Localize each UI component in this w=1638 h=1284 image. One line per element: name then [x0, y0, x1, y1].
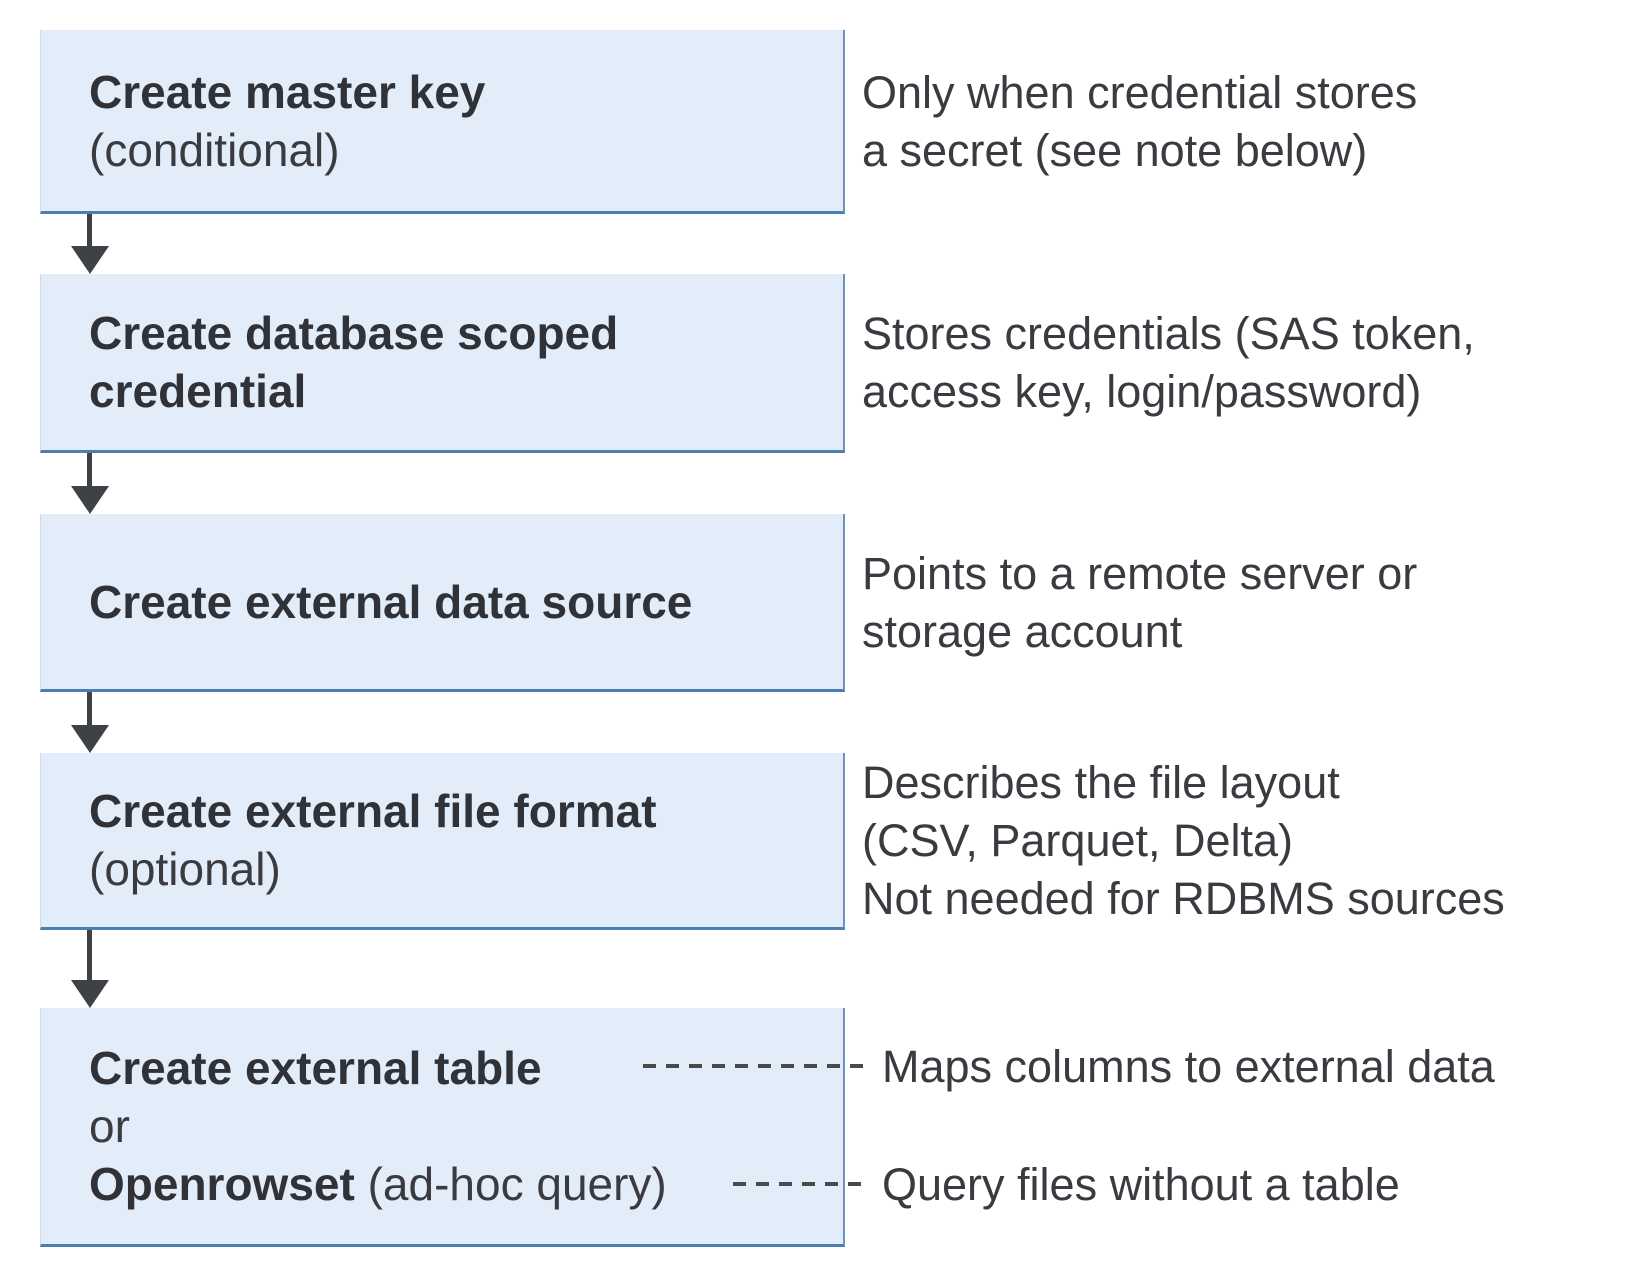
note-line: (CSV, Parquet, Delta) — [862, 815, 1294, 866]
down-arrow-connector-4 — [71, 930, 109, 1008]
step-title: Create external data source — [89, 575, 693, 628]
step-box-external-file-format: Create external file format (optional) — [40, 753, 845, 930]
arrow-stem — [87, 692, 92, 727]
step-alt-title-rest: (ad-hoc query) — [354, 1158, 667, 1210]
arrow-stem — [87, 930, 92, 982]
note-master-key: Only when credential stores a secret (se… — [862, 64, 1417, 180]
down-arrow-connector-1 — [71, 214, 109, 274]
note-line: Stores credentials (SAS token, — [862, 308, 1475, 359]
note-openrowset: Query files without a table — [882, 1156, 1400, 1214]
step-alt-title-bold: Openrowset — [89, 1158, 355, 1210]
note-scoped-credential: Stores credentials (SAS token, access ke… — [862, 305, 1475, 421]
step-title: Create external table — [89, 1042, 542, 1094]
dashed-connector-external-table — [643, 1064, 863, 1068]
note-line: Points to a remote server or — [862, 548, 1418, 599]
note-external-table: Maps columns to external data — [882, 1038, 1495, 1096]
step-or-label: or — [89, 1100, 130, 1152]
note-line: access key, login/password) — [862, 366, 1422, 417]
step-title-wrap: credential — [89, 365, 307, 417]
down-arrow-connector-2 — [71, 453, 109, 514]
note-line: a secret (see note below) — [862, 125, 1368, 176]
step-subtitle: (conditional) — [89, 123, 340, 176]
step-title: Create external file format — [89, 785, 657, 837]
down-arrow-connector-3 — [71, 692, 109, 753]
note-line: storage account — [862, 606, 1183, 657]
arrow-head-icon — [71, 980, 109, 1008]
note-line: Describes the file layout — [862, 757, 1340, 808]
arrow-stem — [87, 214, 92, 248]
note-line: Not needed for RDBMS sources — [862, 873, 1505, 924]
step-box-external-table: Create external table or Openrowset (ad-… — [40, 1008, 845, 1247]
note-line: Maps columns to external data — [882, 1041, 1495, 1092]
arrow-head-icon — [71, 725, 109, 753]
step-box-scoped-credential: Create database scoped credential — [40, 274, 845, 453]
arrow-head-icon — [71, 246, 109, 274]
note-external-file-format: Describes the file layout (CSV, Parquet,… — [862, 754, 1505, 928]
arrow-head-icon — [71, 486, 109, 514]
step-alt-title: Openrowset (ad-hoc query) — [89, 1155, 843, 1213]
step-subtitle: (optional) — [89, 843, 281, 895]
arrow-stem — [87, 453, 92, 488]
step-title: Create master key — [89, 65, 486, 118]
step-title: Create database scoped — [89, 307, 619, 359]
note-line: Only when credential stores — [862, 67, 1418, 118]
step-box-external-data-source: Create external data source — [40, 514, 845, 692]
note-line: Query files without a table — [882, 1159, 1400, 1210]
dashed-connector-openrowset — [733, 1182, 863, 1186]
step-box-master-key: Create master key (conditional) — [40, 30, 845, 214]
note-external-data-source: Points to a remote server or storage acc… — [862, 545, 1417, 661]
